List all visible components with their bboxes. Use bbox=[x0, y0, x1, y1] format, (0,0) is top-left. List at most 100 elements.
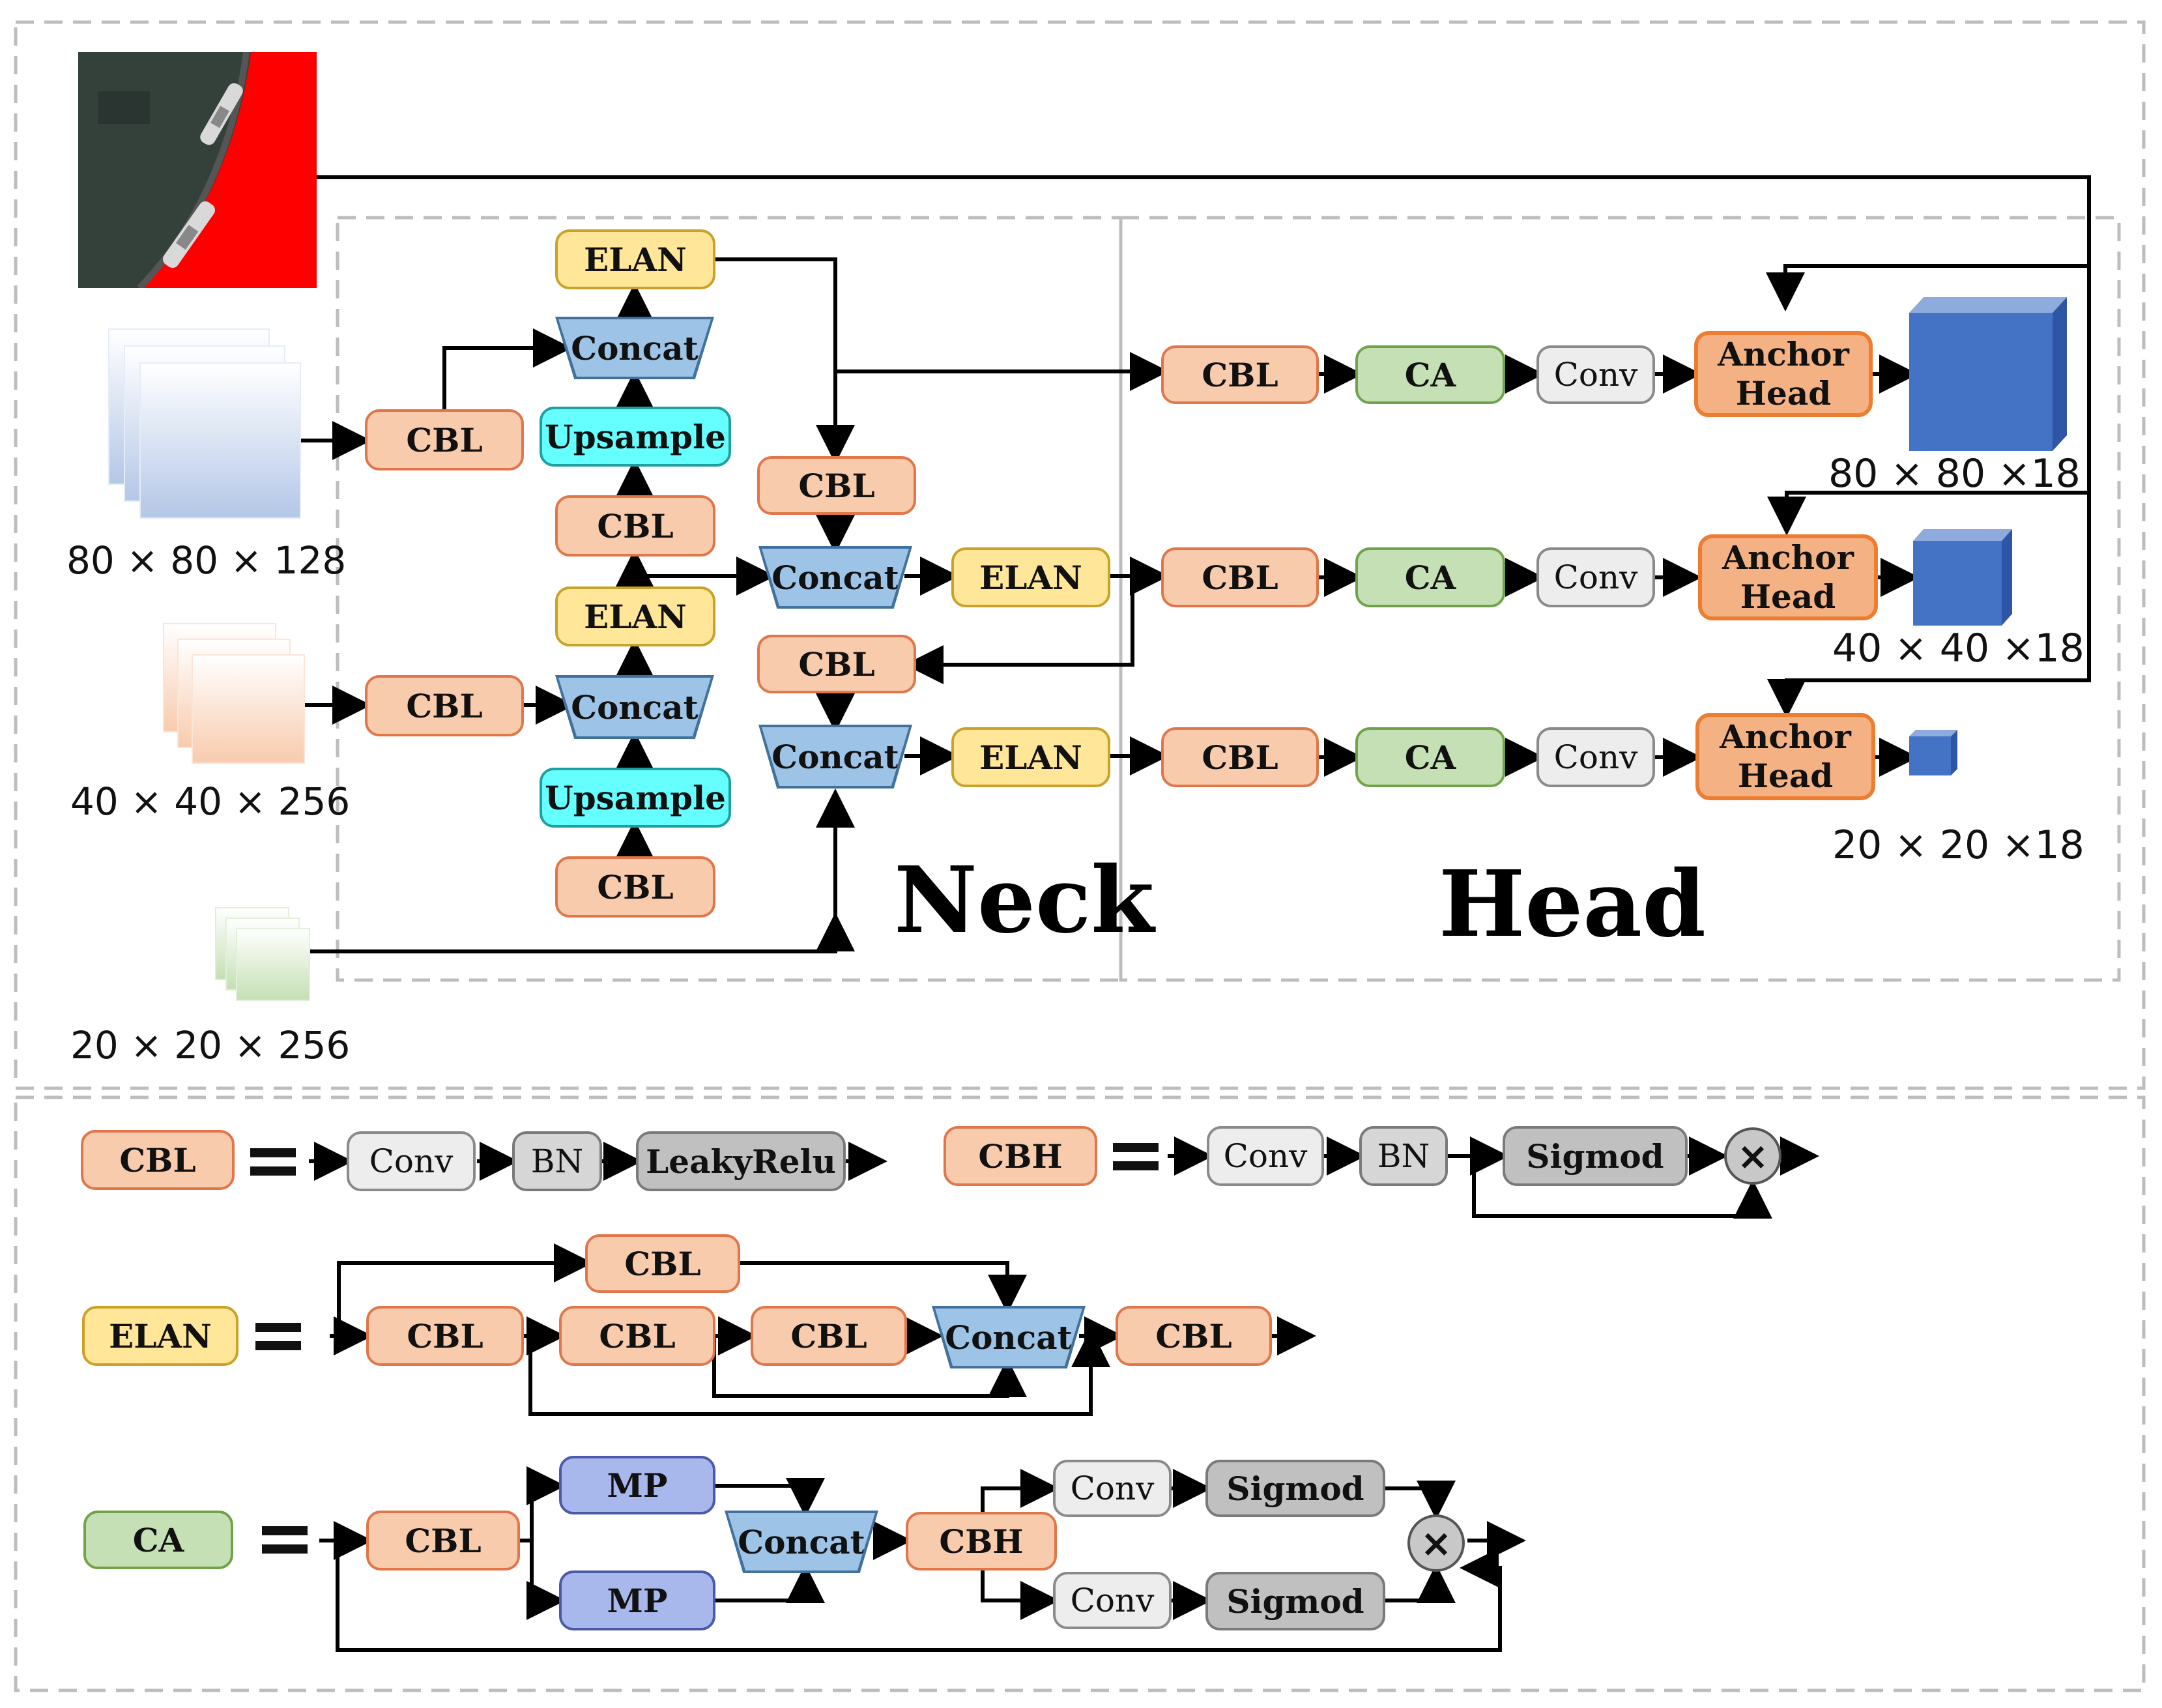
wire-l4-d bbox=[526, 1541, 566, 1620]
wire-l4-f bbox=[715, 1564, 825, 1603]
wire-l4-m bbox=[1385, 1564, 1456, 1603]
equals-icon bbox=[255, 1323, 301, 1350]
legend-ca-conv-top: Conv bbox=[1053, 1460, 1172, 1517]
legend-frame bbox=[14, 1095, 2146, 1692]
multiply-icon: × bbox=[1724, 1127, 1781, 1185]
output-cube-20 bbox=[1909, 730, 1957, 775]
legend-ca-sigmod-top: Sigmod bbox=[1205, 1460, 1385, 1517]
wire-l3-g bbox=[712, 1336, 1027, 1398]
neck-elan-top: ELAN bbox=[555, 229, 715, 289]
wire-l3-h bbox=[528, 1328, 1110, 1416]
top-frame bbox=[14, 20, 2146, 1090]
neck-title: Neck bbox=[894, 847, 1155, 954]
multiply-icon: × bbox=[1407, 1514, 1465, 1572]
neck-cbl-5: CBL bbox=[757, 456, 916, 515]
anchor-label-line2: Head bbox=[1740, 577, 1836, 616]
legend-elan-cbl-top: CBL bbox=[585, 1234, 740, 1293]
neck-upsample-1: Upsample bbox=[540, 407, 731, 467]
input-image bbox=[78, 52, 317, 288]
head-row2-cbl: CBL bbox=[1161, 547, 1319, 607]
head-row2-conv: Conv bbox=[1536, 547, 1655, 607]
legend-cbh-bn: BN bbox=[1359, 1126, 1448, 1186]
neck-upsample-2: Upsample bbox=[540, 768, 731, 828]
output-dims-40: 40 × 40 ×18 bbox=[1832, 626, 2084, 671]
anchor-label-line2: Head bbox=[1735, 374, 1832, 413]
legend-cbh: CBH bbox=[944, 1126, 1097, 1186]
neck-concat-2: Concat bbox=[558, 678, 711, 736]
legend-ca-cbh: CBH bbox=[906, 1512, 1057, 1570]
head-row1-anchor: Anchor Head bbox=[1694, 331, 1873, 417]
head-row1-conv: Conv bbox=[1536, 345, 1655, 404]
legend-cbh-sigmod: Sigmod bbox=[1503, 1126, 1688, 1186]
wire-elan1-cbl5 bbox=[714, 257, 855, 464]
output-cube-80 bbox=[1909, 297, 2067, 451]
anchor-label-line1: Anchor bbox=[1720, 717, 1851, 756]
head-row3-cbl: CBL bbox=[1161, 727, 1319, 787]
neck-cbl-2: CBL bbox=[555, 495, 715, 557]
wire-image-anchor1 bbox=[1766, 264, 2089, 311]
equals-icon bbox=[262, 1526, 308, 1554]
wire-image-anchor3 bbox=[317, 175, 2091, 718]
head-title: Head bbox=[1439, 851, 1706, 958]
neck-elan-2: ELAN bbox=[555, 586, 715, 646]
head-row2-ca: CA bbox=[1355, 547, 1505, 607]
legend-cbh-conv: Conv bbox=[1207, 1126, 1324, 1186]
neck-concat-1: Concat bbox=[558, 319, 711, 377]
input-dims-20: 20 × 20 × 256 bbox=[70, 1023, 351, 1067]
wire-l2-d bbox=[1472, 1156, 1772, 1219]
head-row3-conv: Conv bbox=[1536, 727, 1655, 787]
neck-cbl-input2: CBL bbox=[365, 675, 524, 736]
legend-elan: ELAN bbox=[82, 1306, 238, 1366]
anchor-label-line1: Anchor bbox=[1718, 335, 1849, 373]
equals-icon bbox=[250, 1148, 296, 1176]
neck-cbl-input1: CBL bbox=[365, 409, 524, 470]
ship-icon bbox=[163, 201, 215, 268]
head-row3-anchor: Anchor Head bbox=[1695, 713, 1875, 800]
legend-cbl-conv: Conv bbox=[347, 1131, 476, 1191]
legend-cbl-bn: BN bbox=[512, 1131, 602, 1191]
legend-ca-cbl: CBL bbox=[366, 1511, 520, 1570]
wire-l4-l bbox=[1385, 1481, 1456, 1520]
neck-cbl-6: CBL bbox=[757, 635, 916, 693]
head-row1-cbl: CBL bbox=[1161, 345, 1319, 404]
head-row3-ca: CA bbox=[1355, 727, 1505, 787]
neck-elan-3: ELAN bbox=[951, 547, 1110, 607]
mask-region bbox=[143, 52, 317, 288]
anchor-label-line2: Head bbox=[1737, 757, 1834, 795]
equals-icon bbox=[1113, 1143, 1159, 1170]
head-row1-ca: CA bbox=[1355, 345, 1505, 404]
legend-elan-cbl-3: CBL bbox=[751, 1306, 907, 1366]
legend-cbl: CBL bbox=[81, 1130, 235, 1190]
wire-l3-c bbox=[740, 1261, 1027, 1314]
neck-concat-3: Concat bbox=[762, 549, 909, 606]
output-dims-20: 20 × 20 ×18 bbox=[1832, 822, 2084, 868]
legend-ca-conv-bottom: Conv bbox=[1053, 1572, 1172, 1629]
wire-in3-cbl bbox=[305, 912, 855, 953]
neck-cbl-4: CBL bbox=[555, 856, 715, 918]
output-cube-40 bbox=[1913, 529, 2012, 626]
wire-elan3-cbl6 bbox=[904, 574, 1134, 684]
neck-concat-4: Concat bbox=[762, 727, 909, 786]
wire-image-anchor2 bbox=[1767, 491, 2089, 536]
output-dims-80: 80 × 80 ×18 bbox=[1828, 451, 2081, 497]
input-dims-40: 40 × 40 × 256 bbox=[70, 779, 351, 824]
legend-ca-concat: Concat bbox=[728, 1513, 875, 1570]
head-row2-anchor: Anchor Head bbox=[1698, 534, 1878, 620]
legend-elan-cbl-2: CBL bbox=[559, 1306, 715, 1366]
head-frame bbox=[1119, 216, 2121, 982]
wire-l4-c bbox=[520, 1466, 566, 1542]
input-image-graphic bbox=[78, 52, 317, 288]
anchor-label-line1: Anchor bbox=[1722, 538, 1854, 577]
legend-ca-mp-bottom: MP bbox=[559, 1570, 715, 1630]
wire-l3-b bbox=[337, 1243, 593, 1336]
neck-elan-4: ELAN bbox=[951, 727, 1110, 787]
legend-ca: CA bbox=[83, 1511, 233, 1569]
wire-l4-e bbox=[715, 1478, 825, 1517]
legend-ca-sigmod-bottom: Sigmod bbox=[1205, 1572, 1385, 1630]
input-dims-80: 80 × 80 × 128 bbox=[66, 538, 347, 583]
ship-icon bbox=[200, 83, 243, 145]
legend-cbl-leakyrelu: LeakyRelu bbox=[636, 1131, 846, 1191]
wire-cbl1-concat1 bbox=[442, 328, 572, 411]
